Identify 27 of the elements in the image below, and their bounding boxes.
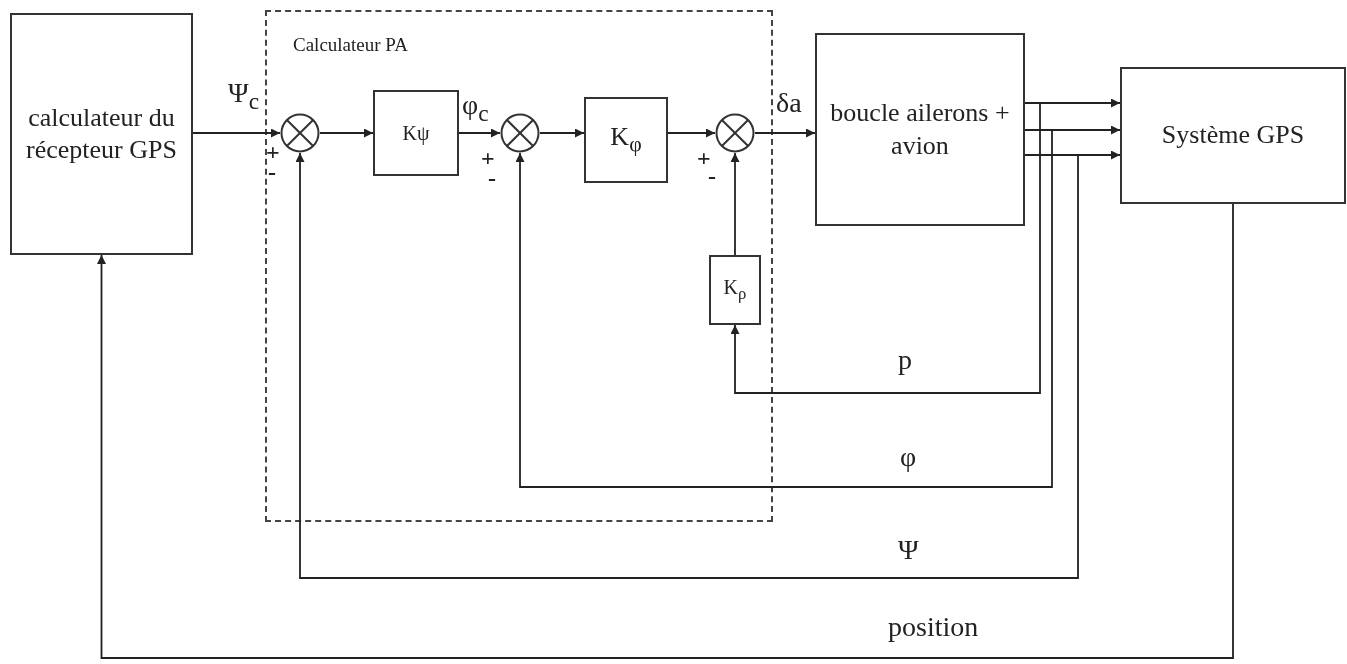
block-label: calculateur du récepteur GPS	[25, 101, 178, 166]
arrow	[515, 129, 1053, 488]
arrow	[730, 152, 740, 256]
block	[584, 97, 668, 183]
group-title: Calculateur PA	[293, 34, 408, 56]
arrow	[754, 128, 816, 138]
block	[373, 90, 459, 176]
block-label: K$_{ρ}$	[722, 275, 748, 305]
block	[1120, 67, 1346, 204]
block-label: Kψ	[401, 120, 431, 146]
block	[815, 33, 1025, 226]
sign-label: -	[708, 164, 716, 188]
arrow	[192, 128, 281, 138]
arrow	[295, 152, 1079, 579]
sign-label: +	[697, 146, 711, 170]
arrow	[458, 128, 501, 138]
arrow	[539, 128, 585, 138]
arrow	[667, 128, 716, 138]
arrow	[97, 203, 1234, 659]
block-label: Système GPS	[1160, 119, 1306, 152]
arrow	[730, 102, 1041, 394]
block-label: K$_{φ}$	[609, 121, 643, 159]
block	[10, 13, 193, 255]
block-label: boucle ailerons + avion	[829, 97, 1011, 162]
arrow	[319, 128, 374, 138]
block	[709, 255, 761, 325]
dashed-group-box	[265, 10, 773, 522]
